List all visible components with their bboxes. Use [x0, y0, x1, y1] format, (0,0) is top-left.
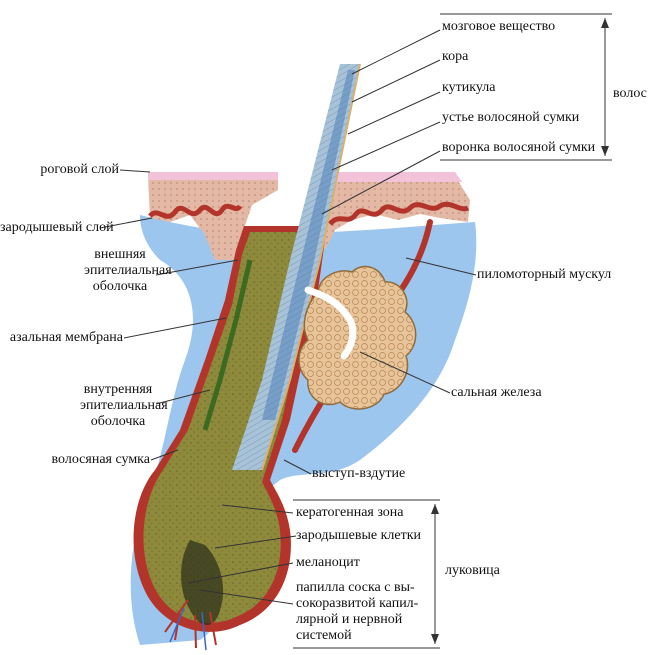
- label-medulla: мозговое вещество: [442, 19, 555, 35]
- label-hair: волос: [613, 86, 647, 102]
- label-papilla-line1: папилла соска с вы-: [296, 580, 418, 596]
- label-follicle-mouth: устье волосяной сумки: [442, 110, 579, 126]
- label-germ-cells: зародышевые клетки: [296, 528, 421, 544]
- label-bulge: выступ-вздутие: [312, 466, 405, 482]
- label-outer-sheath: внешняя эпителиальная оболочка: [84, 247, 156, 295]
- label-inner-sheath-line1: внутренняя: [80, 382, 156, 398]
- label-papilla-line2: сокоразвитой капил-: [296, 596, 418, 612]
- label-inner-sheath-line2: эпителиальная: [80, 398, 156, 414]
- label-germinal-layer: зародышевый слой: [0, 220, 99, 236]
- label-bulb: луковица: [445, 563, 500, 579]
- label-outer-sheath-line1: внешняя: [84, 247, 156, 263]
- label-outer-sheath-line3: оболочка: [84, 279, 156, 295]
- label-melanocyte: меланоцит: [296, 555, 360, 571]
- label-hair-sac: волосяная сумка: [0, 452, 150, 468]
- label-horny-layer: роговой слой: [0, 162, 119, 178]
- epidermis-left-top: [148, 172, 278, 180]
- label-keratogenous-zone: кератогенная зона: [296, 505, 404, 521]
- label-papilla-line3: лярной и нервной: [296, 612, 418, 628]
- label-sebaceous-gland: сальная железа: [451, 385, 542, 401]
- label-inner-sheath-line3: оболочка: [80, 414, 156, 430]
- label-outer-sheath-line2: эпителиальная: [84, 263, 156, 279]
- label-cortex: кора: [442, 49, 468, 65]
- label-arrector-muscle: пиломоторный мускул: [477, 267, 611, 283]
- epidermis-right-top: [330, 172, 462, 182]
- label-cuticle: кутикула: [442, 80, 495, 96]
- label-inner-sheath: внутренняя эпителиальная оболочка: [80, 382, 156, 430]
- label-papilla: папилла соска с вы- сокоразвитой капил- …: [296, 580, 418, 644]
- label-basal-membrane: азальная мембрана: [0, 330, 123, 346]
- label-follicle-funnel: воронка волосяной сумки: [442, 140, 595, 156]
- label-papilla-line4: системой: [296, 628, 418, 644]
